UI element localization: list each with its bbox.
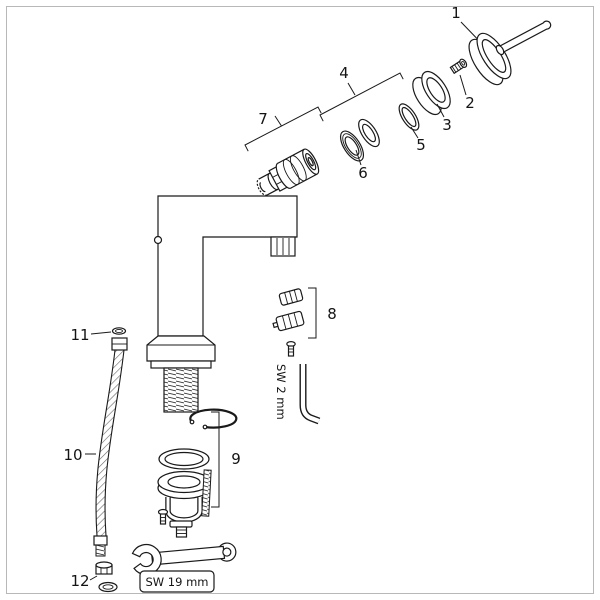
hose-nipple [95,544,106,557]
callout-2: 2 [465,94,475,112]
part-4-group: 4 [319,64,404,122]
c-clip [189,408,238,429]
callout-4: 4 [339,64,349,82]
callout-1: 1 [451,4,461,22]
callout-5: 5 [416,136,426,154]
callout-7: 7 [258,110,268,128]
hose-bottom-fitting [93,535,108,546]
threaded-shank [163,367,199,413]
part-6-rings: 6 [339,118,380,182]
u-bracket [165,497,203,523]
part-12-group: 12 SW 19 mm [70,542,237,593]
wrench-icon [131,542,237,576]
callout-3: 3 [442,116,452,134]
bracket-9 [211,411,220,508]
aerator-insert-top [278,288,304,306]
part-3-sleeve: 3 [412,70,452,134]
part-7-cartridge: 7 [244,106,322,196]
t-nut [169,520,193,538]
wrench-size-box [139,570,215,593]
part-9-mounting-set: 9 [157,408,241,538]
base-flange [146,335,216,362]
small-screw [157,508,169,525]
callout-11: 11 [70,326,89,344]
annotation-allen-key-size: SW 2 mm [274,364,288,420]
body-button [153,235,163,245]
part-2-screw: 2 [449,58,475,112]
part-1-handle: 1 [451,4,552,86]
aerator-screw [286,340,296,357]
handle-lever [497,20,552,54]
callout-9: 9 [231,450,241,468]
annotation-wrench-size: SW 19 mm [145,575,208,589]
bracket-8 [308,287,317,339]
hex-nut [95,561,113,575]
allen-key-icon [299,364,321,425]
washer [98,581,118,593]
bracket-4 [319,72,404,122]
callout-6: 6 [358,164,368,182]
callout-8: 8 [327,305,337,323]
aerator-insert-bottom [272,310,305,332]
part-10-hose: 10 11 [63,326,128,557]
part-8-aerator: 8 SW 2 mm [272,287,337,425]
base-gasket [150,360,212,369]
part-5-oring: 5 [398,103,426,154]
callout-10: 10 [63,446,82,464]
threaded-stud [201,469,212,517]
callout-12: 12 [70,572,89,590]
hose-oring [111,327,127,335]
faucet-body [146,195,298,413]
